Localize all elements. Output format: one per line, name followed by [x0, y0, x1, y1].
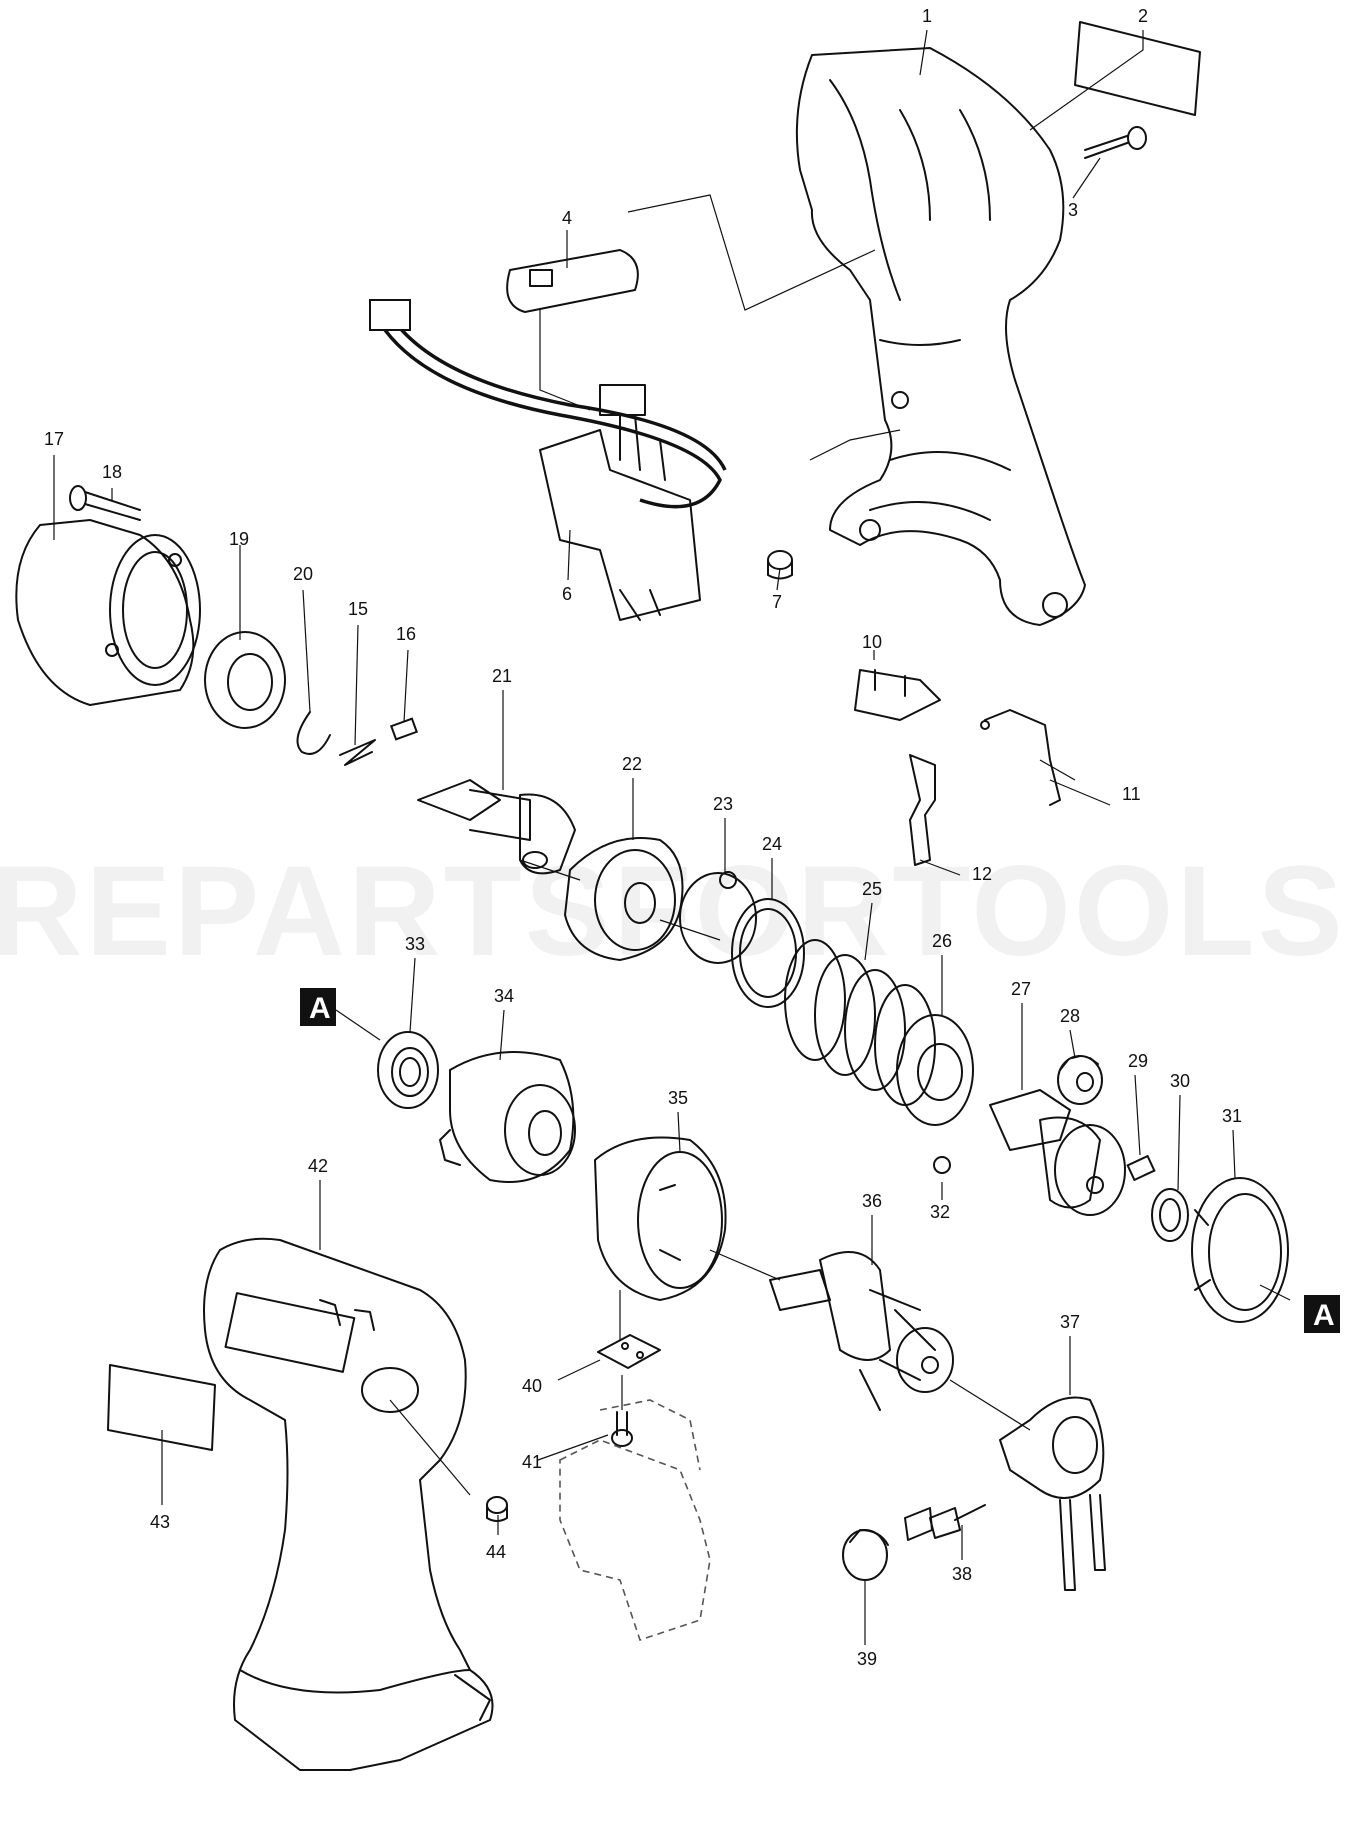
label-part-23: 23 [713, 794, 733, 814]
label-part-30: 30 [1170, 1071, 1190, 1091]
part-2-label-sticker [1074, 21, 1201, 116]
part-26-washer [896, 1014, 974, 1126]
label-part-35: 35 [668, 1088, 688, 1108]
label-part-3: 3 [1068, 200, 1078, 220]
part-44-pin [486, 1496, 508, 1522]
label-part-26: 26 [932, 931, 952, 951]
label-part-20: 20 [293, 564, 313, 584]
label-part-37: 37 [1060, 1312, 1080, 1332]
label-part-43: 43 [150, 1512, 170, 1532]
part-19-washer [204, 631, 286, 729]
part-38-carbon-brush [904, 1504, 986, 1541]
part-32-steel-ball [933, 1156, 951, 1174]
part-23-ball-path [679, 872, 757, 964]
label-part-40: 40 [522, 1376, 542, 1396]
part-34-gear-housing [439, 1051, 576, 1183]
part-39-brush-cap [842, 1529, 889, 1581]
part-10-terminal-holder [854, 669, 941, 721]
label-part-44: 44 [486, 1542, 506, 1562]
label-part-7: 7 [772, 592, 782, 612]
wire-harness [369, 299, 727, 509]
label-part-18: 18 [102, 462, 122, 482]
part-40-plate [597, 1334, 661, 1369]
part-41-screw [611, 1411, 633, 1447]
label-part-27: 27 [1011, 979, 1031, 999]
part-16-pin [389, 717, 419, 741]
label-part-25: 25 [862, 879, 882, 899]
label-part-42: 42 [308, 1156, 328, 1176]
label-part-31: 31 [1222, 1106, 1242, 1126]
label-part-32: 32 [930, 1202, 950, 1222]
label-part-15: 15 [348, 599, 368, 619]
part-35-yoke [594, 1136, 727, 1301]
label-part-10: 10 [862, 632, 882, 652]
reference-mark-a-left: A [300, 988, 336, 1026]
svg-text:A: A [309, 992, 331, 1025]
label-part-24: 24 [762, 834, 782, 854]
label-part-11: 11 [1122, 784, 1141, 804]
part-7-pin [767, 550, 793, 580]
label-part-4: 4 [562, 208, 572, 228]
part-25-compression-spring [784, 939, 936, 1106]
part-37-brush-holder [999, 1396, 1106, 1591]
label-part-34: 34 [494, 986, 514, 1006]
part-12-terminal [909, 754, 936, 866]
label-part-16: 16 [396, 624, 416, 644]
part-27-spindle-carrier [989, 1089, 1126, 1216]
label-part-19: 19 [229, 529, 249, 549]
reference-mark-a-right: A [1304, 1295, 1340, 1333]
label-part-21: 21 [492, 666, 512, 686]
part-number-labels: 1 2 3 4 6 7 10 11 12 15 16 17 18 19 20 2… [44, 6, 1242, 1669]
label-part-29: 29 [1128, 1051, 1148, 1071]
part-29-pin [1126, 1154, 1156, 1182]
part-17-gear-housing [15, 519, 201, 706]
part-28-planet-gear [1057, 1055, 1103, 1105]
part-4-switch-lever [506, 249, 639, 313]
part-23-steel-ball [719, 871, 737, 889]
label-part-17: 17 [44, 429, 64, 449]
part-36-armature [769, 1251, 954, 1411]
part-11-terminal [980, 709, 1061, 806]
part-15-spring-pin [339, 739, 376, 766]
label-part-22: 22 [622, 754, 642, 774]
svg-text:A: A [1313, 1299, 1335, 1332]
part-6-switch [539, 384, 701, 621]
label-part-39: 39 [857, 1649, 877, 1669]
phantom-switch-outline [559, 1399, 711, 1642]
part-20-retaining-ring [296, 711, 331, 755]
part-33-ball-bearing [377, 1031, 439, 1109]
label-part-41: 41 [522, 1452, 542, 1472]
label-part-28: 28 [1060, 1006, 1080, 1026]
part-1-housing-right [795, 47, 1086, 626]
label-part-33: 33 [405, 934, 425, 954]
part-21-spindle [417, 779, 576, 875]
label-part-12: 12 [972, 864, 992, 884]
label-part-2: 2 [1138, 6, 1148, 26]
leader-lines [53, 29, 1291, 1645]
part-43-label-sticker [107, 1364, 216, 1451]
label-part-6: 6 [562, 584, 572, 604]
part-30-ring [1151, 1188, 1189, 1242]
label-part-36: 36 [862, 1191, 882, 1211]
part-3-screw [1084, 126, 1147, 159]
part-18-screw [69, 485, 141, 521]
label-part-38: 38 [952, 1564, 972, 1584]
part-31-internal-gear [1191, 1177, 1289, 1323]
label-part-1: 1 [922, 6, 932, 26]
part-42-housing-left [203, 1237, 494, 1771]
